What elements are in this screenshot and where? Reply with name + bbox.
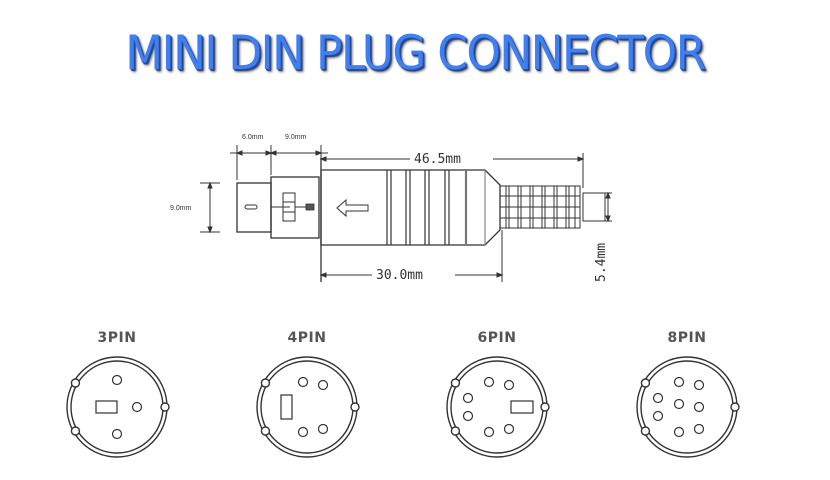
shell-notch bbox=[260, 378, 271, 388]
connector-8pin: 8PIN bbox=[636, 330, 740, 458]
pin-hole bbox=[462, 410, 474, 422]
pin-hole bbox=[111, 428, 123, 440]
connector-label: 6PIN bbox=[478, 330, 517, 346]
pin-hole bbox=[483, 376, 495, 388]
shell-notch bbox=[730, 402, 740, 412]
dim-label-tip-length: 6.0mm bbox=[242, 134, 264, 141]
cable bbox=[582, 192, 606, 222]
dim-label-total-length: 46.5mm bbox=[414, 152, 461, 167]
pin-hole bbox=[693, 379, 705, 391]
dim-label-body-length: 30.0mm bbox=[376, 268, 423, 283]
connector-face bbox=[256, 356, 360, 458]
key-slot bbox=[510, 400, 534, 414]
insert-arrow-icon bbox=[336, 198, 369, 218]
connector-label: 3PIN bbox=[98, 330, 137, 346]
connector-3pin: 3PIN bbox=[66, 330, 170, 458]
shell-notch bbox=[70, 378, 81, 388]
outer-shell bbox=[636, 356, 738, 458]
pin-hole bbox=[317, 379, 329, 391]
pin-hole bbox=[297, 426, 309, 438]
pin-hole bbox=[462, 392, 474, 404]
pin-hole bbox=[297, 376, 309, 388]
body-ribs bbox=[386, 170, 486, 245]
dim-label-tip-height: 9.0mm bbox=[170, 205, 192, 212]
pin-hole bbox=[693, 401, 705, 413]
pin-hole bbox=[483, 426, 495, 438]
dim-label-cable-diameter: 5.4mm bbox=[594, 243, 609, 282]
pin-hole bbox=[693, 423, 705, 435]
outer-shell bbox=[256, 356, 358, 458]
page-title: MINI DIN PLUG CONNECTOR bbox=[125, 26, 706, 81]
shell-notch bbox=[450, 378, 461, 388]
shell-notch bbox=[350, 402, 360, 412]
pin-hole bbox=[673, 398, 685, 410]
pin-hole bbox=[503, 379, 515, 391]
pin-hole bbox=[503, 423, 515, 435]
shell-notch bbox=[260, 426, 271, 436]
strain-relief bbox=[499, 185, 581, 229]
connector-6pin: 6PIN bbox=[446, 330, 550, 458]
pin-hole bbox=[673, 376, 685, 388]
key-slot bbox=[95, 400, 118, 414]
shell-notch bbox=[70, 426, 81, 436]
plug-side-view bbox=[236, 158, 606, 282]
pin-hole bbox=[111, 374, 123, 386]
inner-shell bbox=[260, 360, 354, 454]
pin-hole bbox=[652, 410, 664, 422]
plug-tip bbox=[236, 182, 272, 233]
pin-hole bbox=[131, 401, 143, 413]
shell-notch bbox=[160, 402, 170, 412]
connector-face bbox=[636, 356, 740, 458]
shell-notch bbox=[640, 426, 651, 436]
pin-hole bbox=[317, 423, 329, 435]
connector-label: 4PIN bbox=[288, 330, 327, 346]
connector-face bbox=[66, 356, 170, 458]
key-slot bbox=[280, 394, 293, 420]
inner-shell bbox=[640, 360, 734, 454]
dimension-lines bbox=[200, 145, 612, 282]
inner-shell bbox=[450, 360, 544, 454]
connector-face bbox=[446, 356, 550, 458]
pin-hole bbox=[652, 392, 664, 404]
shell-notch bbox=[450, 426, 461, 436]
tip-slot bbox=[244, 204, 258, 210]
dim-label-collar-length: 9.0mm bbox=[285, 134, 307, 141]
pin-hole bbox=[673, 426, 685, 438]
connector-label: 8PIN bbox=[668, 330, 707, 346]
shell-notch bbox=[540, 402, 550, 412]
shell-notch bbox=[640, 378, 651, 388]
outer-shell bbox=[446, 356, 548, 458]
connector-4pin: 4PIN bbox=[256, 330, 360, 458]
